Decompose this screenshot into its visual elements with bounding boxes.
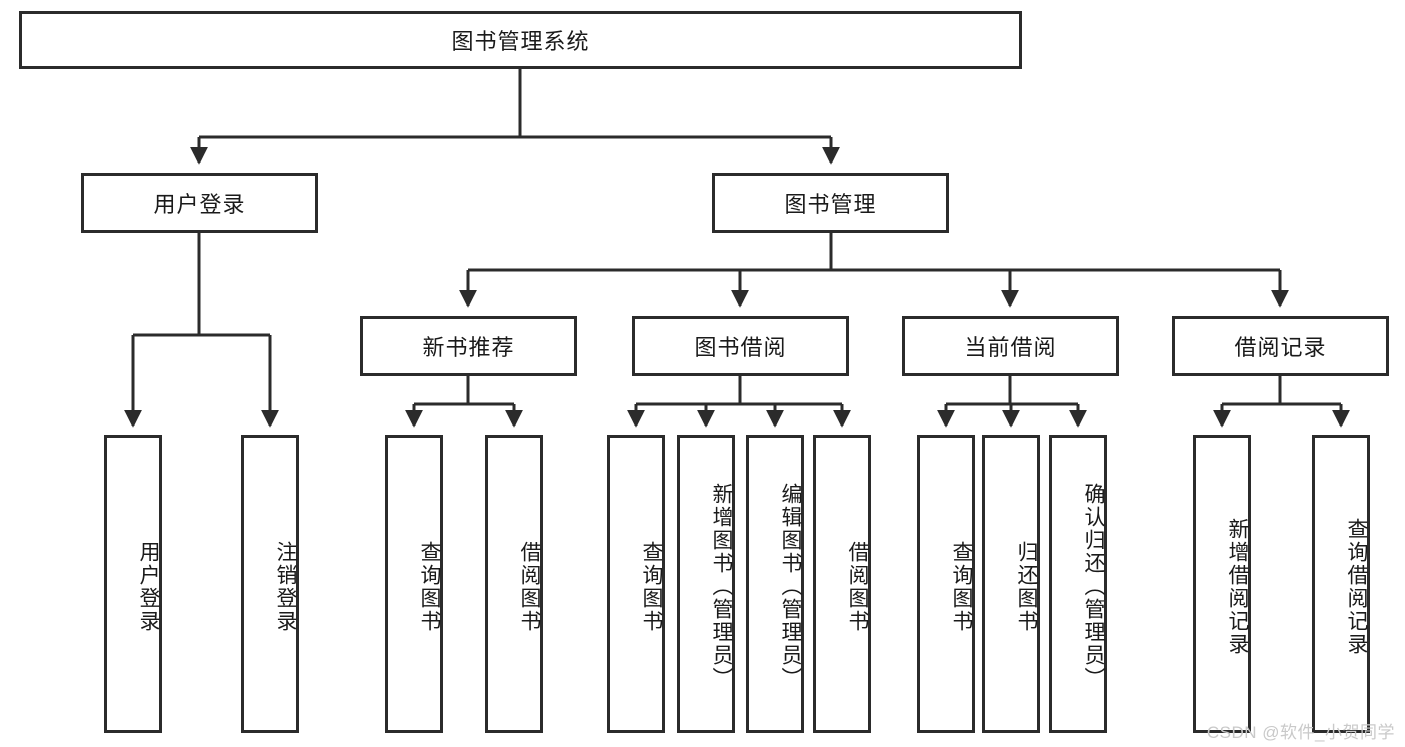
leaf-label: 编辑图书（管理员） bbox=[779, 482, 802, 690]
leaf-current-query-book[interactable]: 查询图书 bbox=[917, 435, 975, 733]
leaf-label: 查询图书 bbox=[418, 541, 441, 633]
leaf-record-query[interactable]: 查询借阅记录 bbox=[1312, 435, 1370, 733]
node-user-login[interactable]: 用户登录 bbox=[81, 173, 318, 233]
leaf-borrow-edit-book[interactable]: 编辑图书（管理员） bbox=[746, 435, 804, 733]
node-book-borrow[interactable]: 图书借阅 bbox=[632, 316, 849, 376]
leaf-label: 查询借阅记录 bbox=[1345, 518, 1368, 656]
node-book-management-label: 图书管理 bbox=[784, 192, 877, 217]
leaf-label: 归还图书 bbox=[1015, 541, 1038, 633]
leaf-borrow-borrow-book[interactable]: 借阅图书 bbox=[813, 435, 871, 733]
node-borrow-record-label: 借阅记录 bbox=[1234, 335, 1327, 360]
leaf-label: 查询图书 bbox=[950, 541, 973, 633]
leaf-user-login-logout[interactable]: 注销登录 bbox=[241, 435, 299, 733]
node-book-borrow-label: 图书借阅 bbox=[694, 335, 787, 360]
leaf-label: 用户登录 bbox=[137, 541, 160, 633]
node-current-borrow-label: 当前借阅 bbox=[964, 335, 1057, 360]
leaf-label: 确认归还（管理员） bbox=[1082, 482, 1105, 690]
leaf-label: 借阅图书 bbox=[518, 541, 541, 633]
leaf-current-confirm-return[interactable]: 确认归还（管理员） bbox=[1049, 435, 1107, 733]
leaf-current-return-book[interactable]: 归还图书 bbox=[982, 435, 1040, 733]
node-root[interactable]: 图书管理系统 bbox=[19, 11, 1022, 69]
node-book-management[interactable]: 图书管理 bbox=[712, 173, 949, 233]
node-current-borrow[interactable]: 当前借阅 bbox=[902, 316, 1119, 376]
leaf-borrow-query-book[interactable]: 查询图书 bbox=[607, 435, 665, 733]
leaf-label: 新增借阅记录 bbox=[1226, 518, 1249, 656]
leaf-label: 新增图书（管理员） bbox=[710, 482, 733, 690]
node-root-label: 图书管理系统 bbox=[451, 29, 590, 54]
leaf-user-login-login[interactable]: 用户登录 bbox=[104, 435, 162, 733]
leaf-borrow-add-book[interactable]: 新增图书（管理员） bbox=[677, 435, 735, 733]
leaf-record-add[interactable]: 新增借阅记录 bbox=[1193, 435, 1251, 733]
node-new-book-recommend[interactable]: 新书推荐 bbox=[360, 316, 577, 376]
leaf-new-book-borrow[interactable]: 借阅图书 bbox=[485, 435, 543, 733]
watermark: CSDN @软件_小贺同学 bbox=[1206, 723, 1395, 742]
leaf-new-book-query[interactable]: 查询图书 bbox=[385, 435, 443, 733]
node-new-book-recommend-label: 新书推荐 bbox=[422, 335, 515, 360]
leaf-label: 查询图书 bbox=[640, 541, 663, 633]
leaf-label: 借阅图书 bbox=[846, 541, 869, 633]
node-user-login-label: 用户登录 bbox=[153, 192, 246, 217]
node-borrow-record[interactable]: 借阅记录 bbox=[1172, 316, 1389, 376]
leaf-label: 注销登录 bbox=[274, 541, 297, 633]
